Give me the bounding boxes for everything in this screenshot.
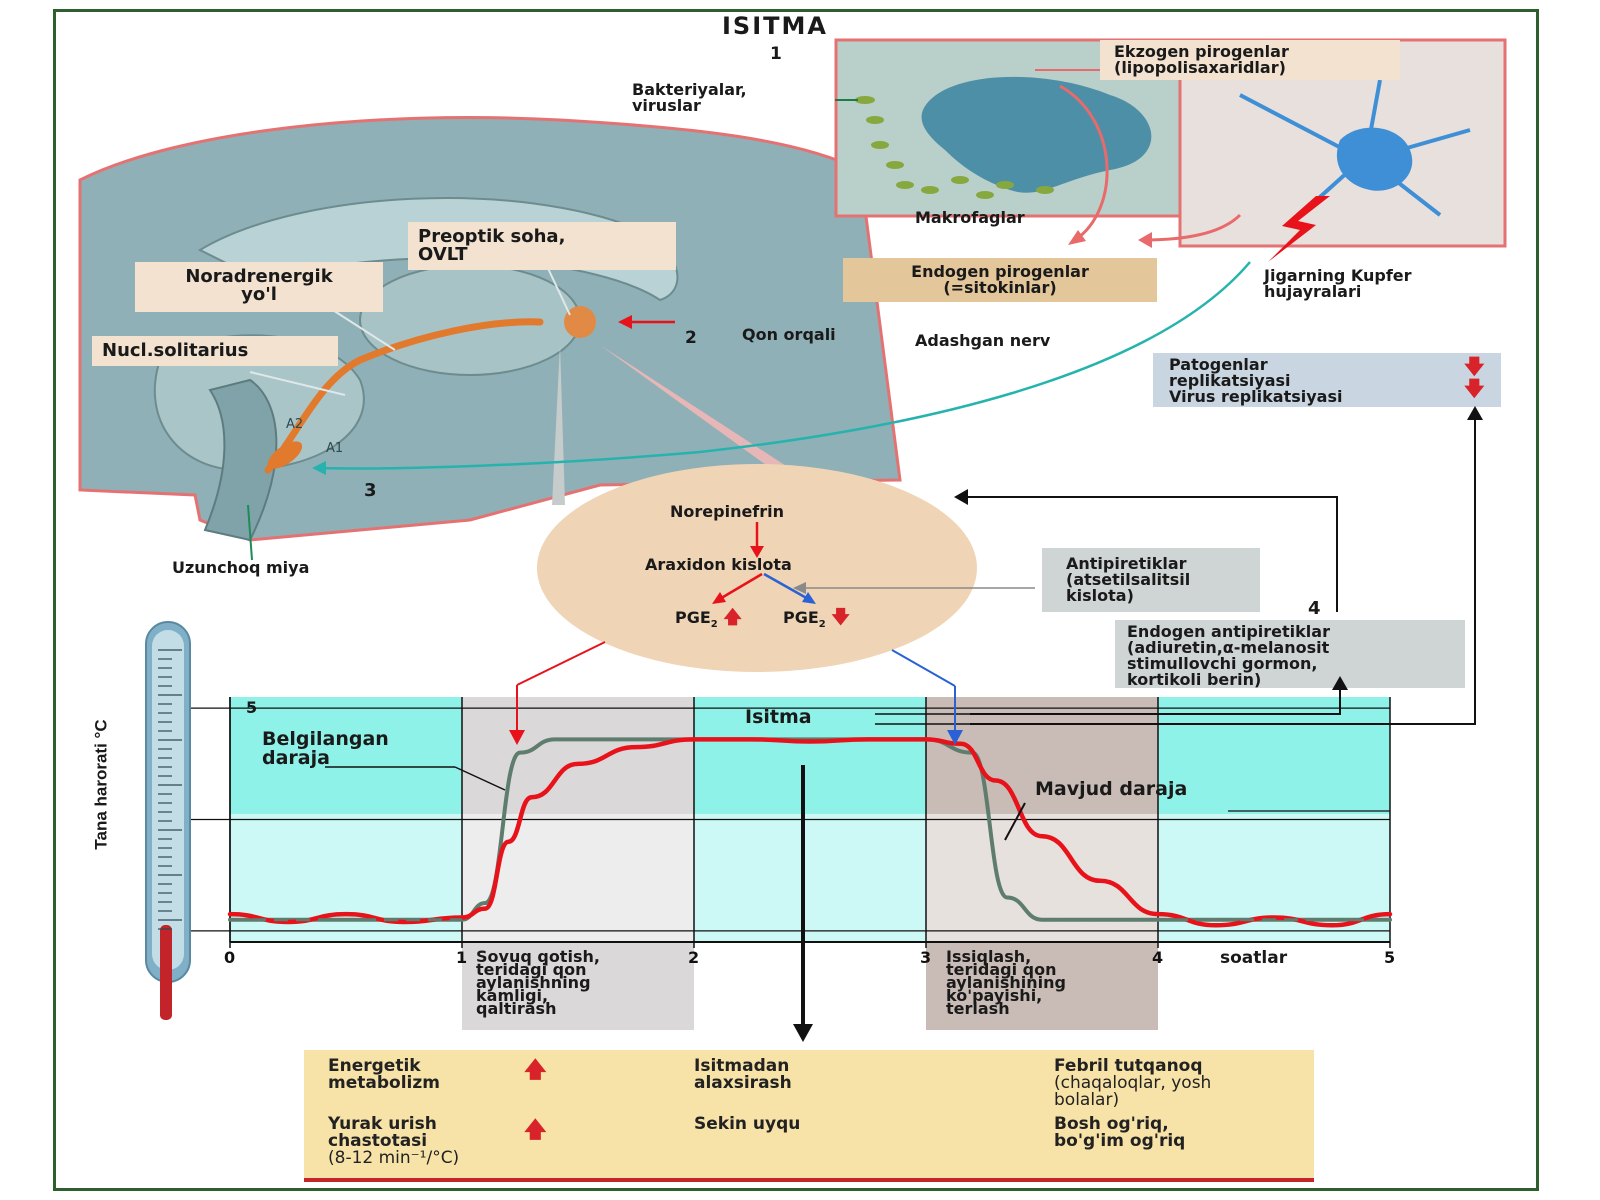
endogenous-pyrogens-label: Endogen pirogenlar (=sitokinlar) [843, 258, 1157, 302]
down-arrow-icon: 🡇 [1464, 354, 1485, 378]
effects-panel [304, 1050, 1314, 1182]
vagus-nerve-curve [317, 261, 1251, 470]
x-tick-label: 4 [1152, 948, 1163, 967]
kupffer-cell [1336, 127, 1413, 191]
vagus-nerve-label: Adashgan nerv [915, 331, 1051, 350]
chill-phase-label: Sovuq qotish, teridagi qon aylanishning … [476, 947, 600, 1018]
endogenous-antipyretics-box: Endogen antipiretiklar (adiuretin,α-mela… [1115, 620, 1465, 688]
medulla-label: Uzunchoq miya [172, 558, 310, 577]
a2-label: A2 [286, 417, 304, 432]
pge2-increase-label: PGE2 🡅 [675, 607, 742, 631]
macrophages-label: Makrofaglar [915, 208, 1025, 227]
norepinephrine-label: Norepinefrin [670, 502, 785, 521]
pge-up-arrow-head [509, 730, 525, 745]
feedback-arrow-head [1332, 676, 1348, 690]
macrophage-cell [921, 76, 1152, 193]
arachidonic-acid-label: Araxidon kislota [645, 555, 792, 574]
up-arrow-icon: 🡅 [524, 1118, 547, 1143]
fever-label: Isitma [745, 706, 812, 728]
fever-delirium-label: Isitmadan alaxsirash [694, 1056, 792, 1093]
heart-rate-label: Yurak urish chastotasi (8-12 min⁻¹/°C) [328, 1114, 460, 1168]
set-point-label: Belgilangan daraja [262, 728, 389, 769]
heat-phase-box [926, 942, 1158, 1030]
feedback-arrow-head [1467, 406, 1483, 420]
up-arrow-icon: 🡅 [723, 607, 742, 628]
x-tick-label: 0 [224, 948, 235, 967]
pge-up-arrow [516, 641, 606, 686]
marker-5: 5 [246, 698, 258, 717]
chill-phase-box [462, 942, 694, 1030]
heat-phase-label: Issiqlash, teridagi qon aylanishining ko… [946, 947, 1067, 1018]
marker-3: 3 [364, 480, 377, 501]
x-tick-label: 5 [1384, 948, 1395, 967]
feedback-line [962, 496, 1338, 612]
febrile-seizures-label: Febril tutqanoq (chaqaloqlar, yosh bolal… [1054, 1056, 1212, 1110]
feedback-line [970, 413, 1476, 725]
actual-level-label: Mavjud daraja [1035, 778, 1188, 800]
marker-4: 4 [1308, 598, 1321, 619]
a1-label: A1 [326, 441, 344, 456]
preoptic-area-dot [564, 306, 596, 338]
x-axis-label: soatlar [1220, 948, 1288, 968]
feedback-arrow-head [954, 489, 968, 505]
pathogen-replication-box: Patogenlar replikatsiyasi Virus replikat… [1153, 353, 1501, 407]
slow-sleep-label: Sekin uyqu [694, 1114, 801, 1134]
via-blood-label: Qon orqali [742, 325, 836, 344]
lightning-icon [1268, 196, 1330, 262]
headache-joint-pain-label: Bosh og'riq, bo'g'im og'riq [1054, 1114, 1186, 1151]
a1-a2-nucleus [267, 441, 303, 469]
pge-down-arrow-head [947, 730, 963, 745]
noradrenergic-path [264, 318, 544, 474]
marker-2: 2 [685, 328, 697, 348]
actual-level-series-line [227, 737, 1393, 928]
marker-1: 1 [770, 44, 782, 64]
x-tick-label: 3 [920, 948, 931, 967]
pge2-decrease-label: PGE2 🡇 [783, 607, 850, 631]
kupffer-cells-label: Jigarning Kupfer hujayralari [1264, 266, 1412, 301]
x-tick-label: 2 [688, 948, 699, 967]
exogenous-pyrogens-label: Ekzogen pirogenlar (lipopolisaxaridlar) [1100, 40, 1400, 80]
up-arrow-icon: 🡅 [524, 1058, 547, 1083]
bacteria-viruses-label: Bakteriyalar, viruslar [632, 80, 747, 115]
feedback-line [970, 683, 1341, 715]
down-arrow-icon: 🡇 [1464, 376, 1485, 400]
energy-metabolism-label: Energetik metabolizm [328, 1056, 440, 1093]
pge-down-arrow [891, 649, 956, 687]
actual-leader [1004, 802, 1026, 841]
x-tick-label: 1 [456, 948, 467, 967]
page-title: ISITMA [722, 12, 828, 40]
antipyretics-box: Antipiretiklar (atsetilsalitsil kislota) [1042, 548, 1260, 612]
noradrenergic-pathway-label: Noradrenergik yo'l [135, 262, 383, 312]
down-arrow-icon: 🡇 [831, 607, 850, 628]
preoptic-area-label: Preoptik soha, OVLT [408, 222, 676, 270]
nucl-solitarius-label: Nucl.solitarius [92, 336, 338, 366]
figure-frame [53, 9, 1539, 1191]
effects-arrow-head [793, 1024, 813, 1042]
brainstem [203, 378, 278, 542]
set-point-leader [454, 766, 506, 791]
